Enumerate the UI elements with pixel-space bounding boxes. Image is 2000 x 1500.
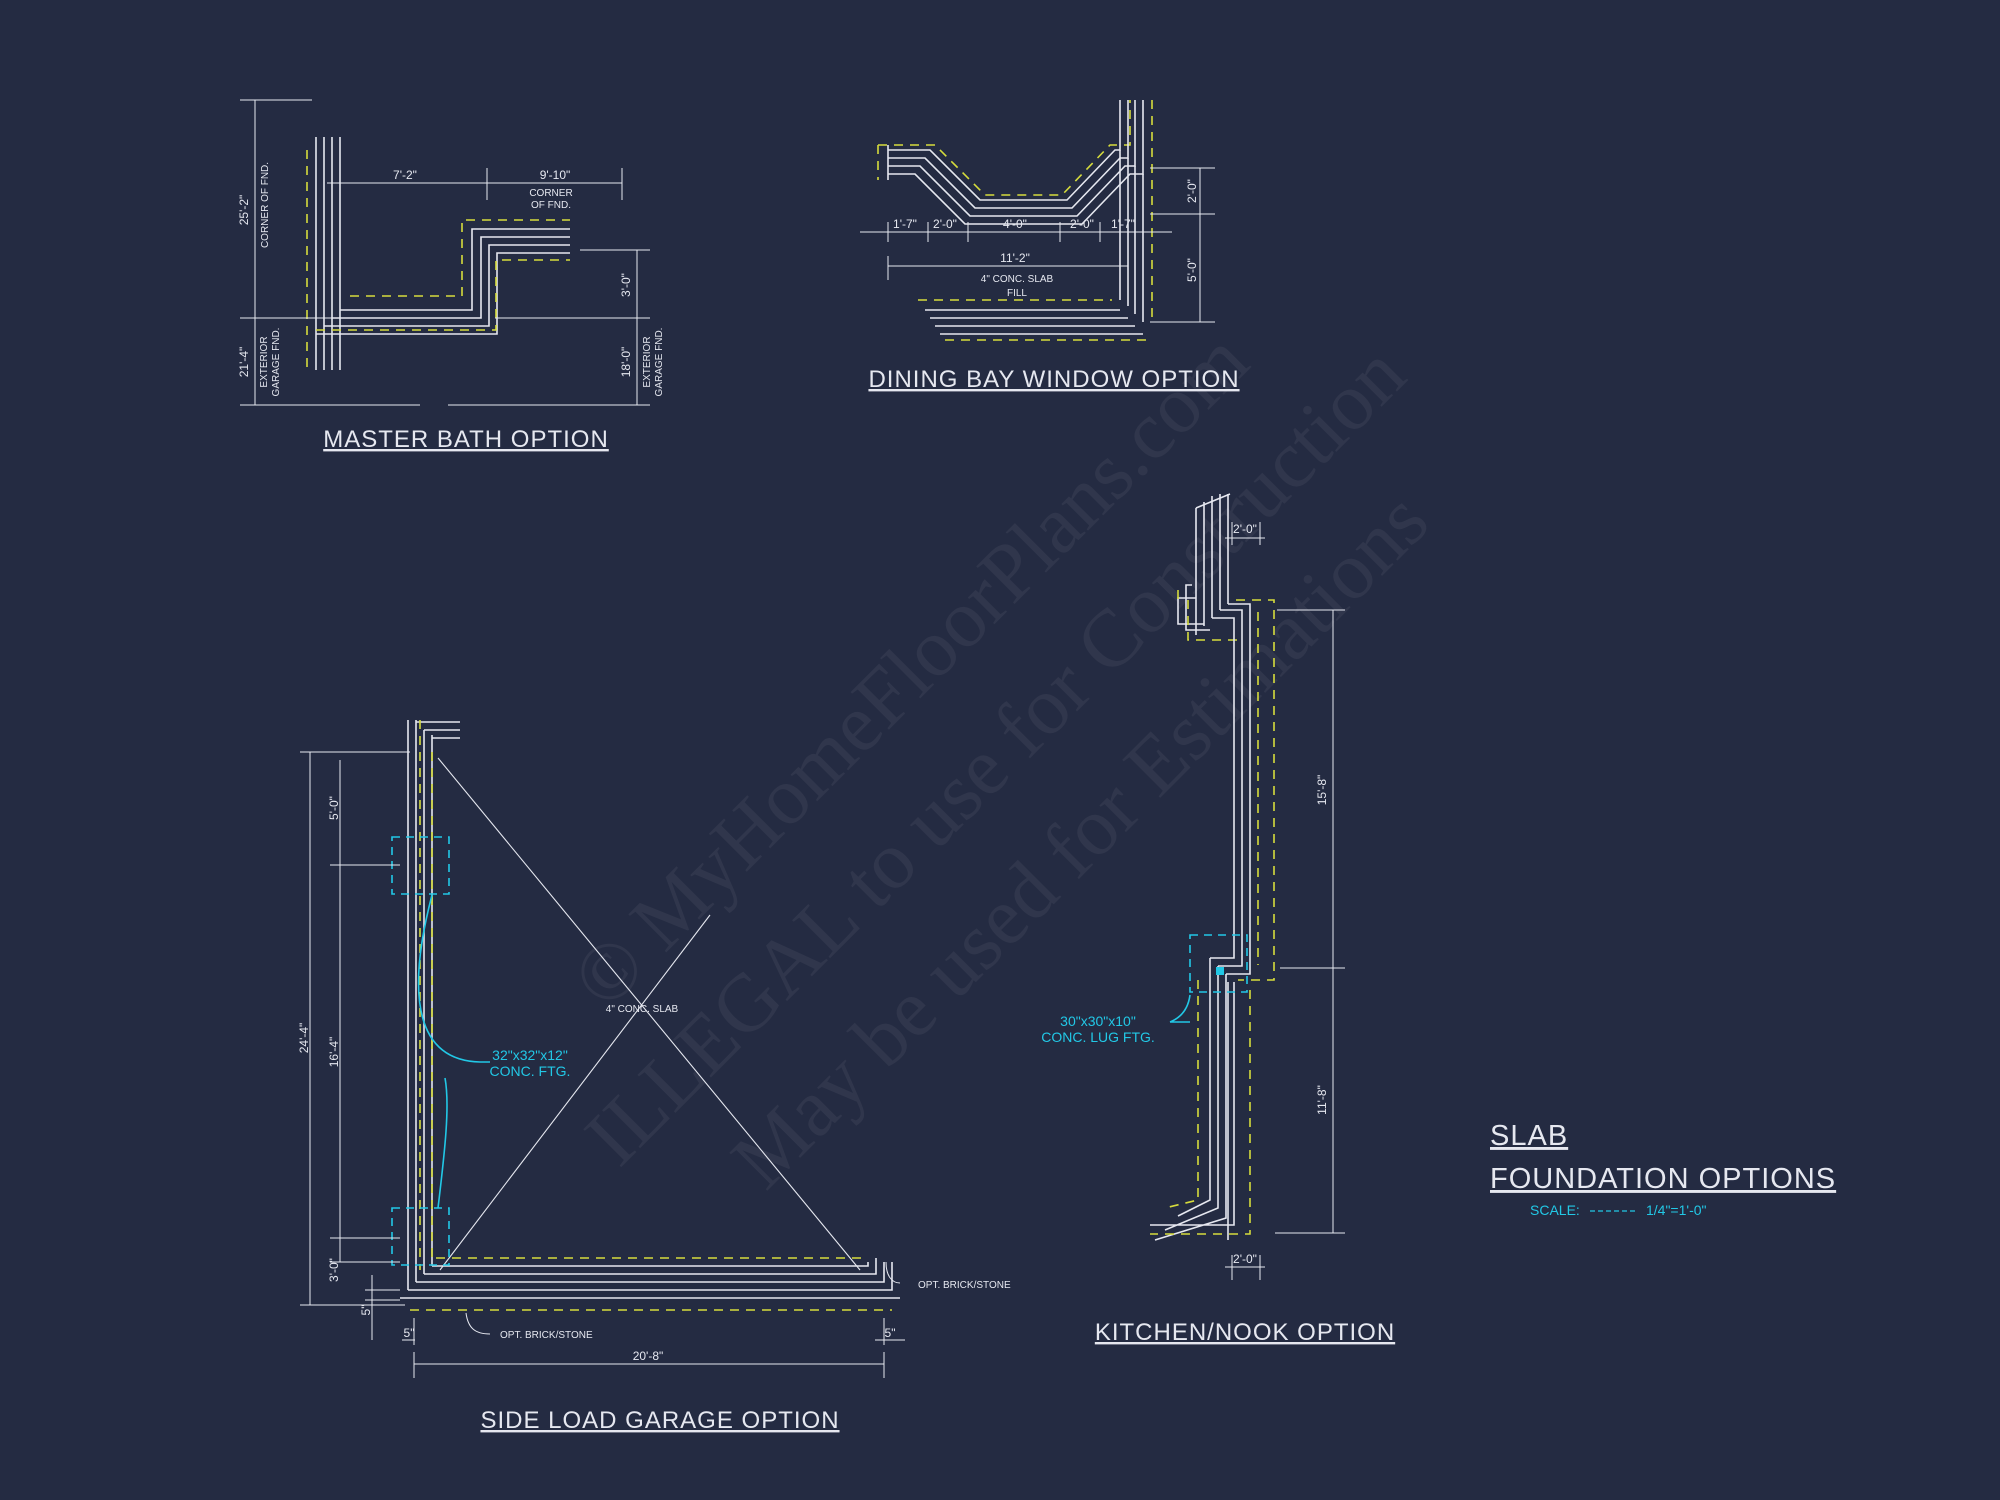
garage-dim-5c: 5": [885, 1326, 896, 1340]
garage-slab-diagonal-1: [437, 757, 861, 1271]
dining-bay-dim-2-0b: 2'-0": [1070, 217, 1094, 231]
garage-dim-3-0: 3'-0": [327, 1258, 341, 1282]
kitchen-dim-15-8: 15'-8": [1315, 775, 1329, 806]
master-bath-dim-9-10: 9'-10": [540, 168, 571, 182]
garage-opt-brick-left: OPT. BRICK/STONE: [500, 1330, 593, 1341]
garage-dim-5-0: 5'-0": [327, 796, 341, 820]
sheet-title-line-1: SLAB: [1490, 1120, 1568, 1152]
kitchen-lug-label-2: CONC. LUG FTG.: [1041, 1029, 1155, 1045]
scale-label: SCALE:: [1530, 1202, 1580, 1218]
garage-opt-brick-right: OPT. BRICK/STONE: [918, 1280, 1011, 1291]
kitchen-dim-2-0-bottom: 2'-0": [1233, 1252, 1257, 1266]
dining-bay-dim-1-7a: 1'-7": [893, 217, 917, 231]
kitchen-lug-label-1: 30"x30"x10": [1060, 1013, 1136, 1029]
kitchen-lug-footing: [1189, 934, 1248, 993]
garage-footing-label-2: CONC. FTG.: [490, 1063, 571, 1079]
dining-bay-dim-11-2: 11'-2": [1000, 251, 1030, 265]
sheet-title-line-2: FOUNDATION OPTIONS: [1490, 1163, 1836, 1195]
dining-bay-title: DINING BAY WINDOW OPTION: [868, 366, 1239, 393]
master-bath-corner-note-1: CORNER: [529, 188, 572, 199]
garage-dim-5b: 5": [404, 1326, 415, 1340]
dining-bay-dim-4-0: 4'-0": [1003, 217, 1027, 231]
garage-footing-label-1: 32"x32"x12": [492, 1047, 568, 1063]
garage-slab-label: 4" CONC. SLAB: [606, 1004, 679, 1015]
garage-dim-16-4: 16'-4": [327, 1037, 341, 1068]
garage-dim-20-8: 20'-8": [633, 1349, 664, 1363]
master-bath-corner-note-2: OF FND.: [531, 200, 571, 211]
garage-dim-24-4: 24'-4": [297, 1023, 311, 1054]
master-bath-dim-21-4: 21'-4": [237, 347, 251, 378]
garage-slab-diagonal-2: [439, 914, 711, 1271]
dining-bay-slab-1: 4" CONC. SLAB: [981, 274, 1054, 285]
master-bath-detail: 7'-2" 9'-10" CORNER OF FND. 25'-2" CORNE…: [237, 99, 665, 453]
master-bath-title: MASTER BATH OPTION: [323, 426, 609, 453]
master-bath-corner-vertical: CORNER OF FND.: [260, 162, 271, 248]
dining-bay-dim-2-0v: 2'-0": [1185, 179, 1199, 203]
garage-detail: 5'-0" 24'-4" 16'-4" 3'-0" 5" 5" 5" 20'-8…: [297, 720, 1011, 1434]
dining-bay-dim-2-0a: 2'-0": [933, 217, 957, 231]
kitchen-lug-marker: [1216, 967, 1224, 975]
garage-title: SIDE LOAD GARAGE OPTION: [480, 1407, 839, 1434]
dining-bay-detail: 1'-7" 2'-0" 4'-0" 2'-0" 1'-7" 11'-2" 4" …: [860, 100, 1239, 393]
master-bath-dim-3-0: 3'-0": [619, 273, 633, 297]
master-bath-dim-18-0: 18'-0": [619, 347, 633, 378]
dining-bay-dim-1-7b: 1'-7": [1111, 217, 1135, 231]
master-bath-ext-garage-3: EXTERIOR: [642, 336, 653, 387]
master-bath-ext-garage-4: GARAGE FND.: [654, 328, 665, 397]
kitchen-title: KITCHEN/NOOK OPTION: [1095, 1319, 1395, 1346]
kitchen-dim-2-0-top: 2'-0": [1233, 522, 1257, 536]
master-bath-dim-25-2: 25'-2": [237, 195, 251, 226]
garage-footing-bottom: [391, 1207, 450, 1266]
garage-dim-5a: 5": [359, 1305, 373, 1316]
kitchen-dim-11-8: 11'-8": [1315, 1085, 1329, 1115]
master-bath-dim-7-2: 7'-2": [393, 168, 417, 182]
kitchen-detail: 2'-0" 15'-8" 11'-8" 2'-0" 30"x30"x10" CO…: [1041, 493, 1395, 1346]
dining-bay-slab-2: FILL: [1007, 288, 1027, 299]
master-bath-ext-garage-2: GARAGE FND.: [271, 328, 282, 397]
master-bath-ext-garage-1: EXTERIOR: [259, 336, 270, 387]
dining-bay-dim-5-0v: 5'-0": [1185, 258, 1199, 282]
sheet-title-block: SLAB FOUNDATION OPTIONS SCALE: 1/4"=1'-0…: [1490, 1120, 1836, 1218]
scale-value: 1/4"=1'-0": [1646, 1202, 1707, 1218]
